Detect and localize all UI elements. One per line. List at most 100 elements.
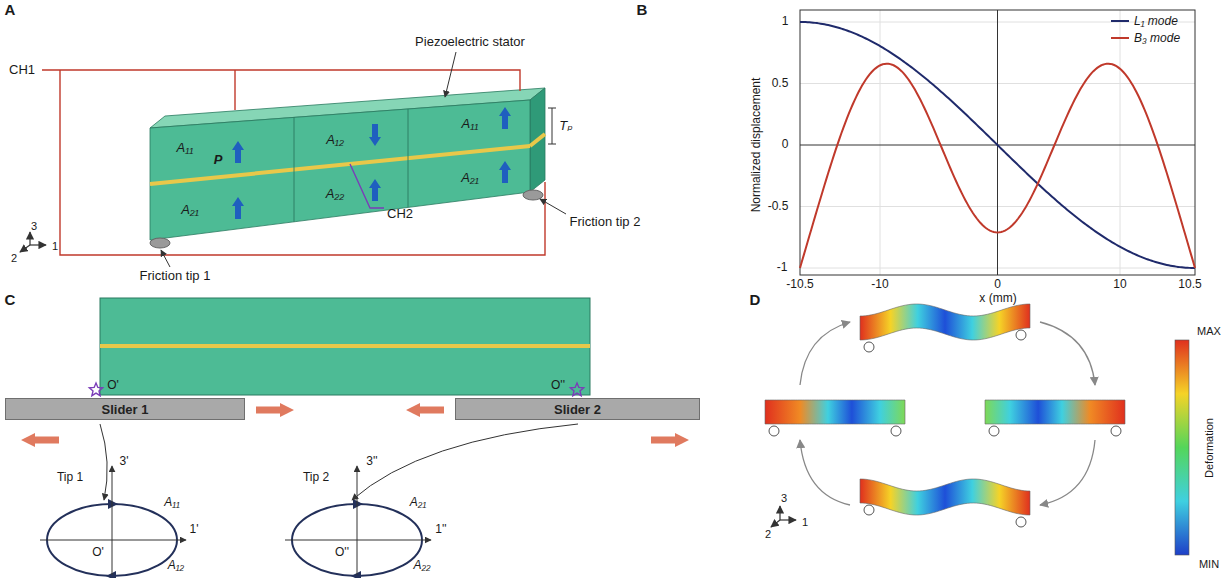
support-circle <box>769 426 779 436</box>
part-name: Friction tip 1 <box>140 269 211 284</box>
axis-title: Normalized displacement <box>750 78 764 213</box>
color-bar <box>1175 340 1189 555</box>
scale-label: MIN <box>1199 558 1219 571</box>
contact-point-star <box>570 383 583 396</box>
support-circle <box>864 342 874 352</box>
scale-label: Deformation <box>1203 418 1216 478</box>
motion-arrow <box>651 433 689 447</box>
axis-label: 1 <box>802 516 808 529</box>
axis-label: 2 <box>11 252 17 265</box>
electrode-name: A₂₁ <box>181 203 199 218</box>
electrode-name: A₂₂ <box>413 559 430 573</box>
fem-mode-shape <box>860 304 1030 340</box>
legend-item: B₃ mode <box>1110 31 1180 45</box>
polarization-arrow <box>369 179 381 201</box>
part-name: Tip 2 <box>303 471 329 485</box>
legend-text: B₃ mode <box>1134 31 1180 45</box>
point-label: O' <box>92 546 104 560</box>
motion-arrow <box>21 433 59 447</box>
support-circle <box>891 426 901 436</box>
electrode-name: A₁₂ <box>168 559 184 573</box>
tick-label: -10 <box>871 278 888 292</box>
tick-label: 0 <box>994 278 1001 292</box>
polarization-arrow <box>232 197 244 219</box>
thickness-bracket <box>548 108 556 144</box>
electrode-name: A₂₂ <box>326 187 345 202</box>
signal-name: CH2 <box>387 207 413 222</box>
fem-mode-shape <box>985 400 1125 424</box>
tick-label: 0.5 <box>772 77 789 91</box>
fem-mode-shape <box>860 479 1030 515</box>
ellipse-direction <box>106 499 363 578</box>
l1-curve <box>800 22 1195 268</box>
legend-line-sample <box>1110 33 1130 43</box>
motion-arrow <box>406 403 444 417</box>
legend-text: L₁ mode <box>1134 14 1178 28</box>
axis-label: 3'' <box>366 455 377 469</box>
axis-label: 3 <box>781 492 787 505</box>
support-circle <box>1111 426 1121 436</box>
legend-item: L₁ mode <box>1110 14 1178 28</box>
b3-curve <box>800 64 1195 268</box>
support-circle <box>1016 330 1026 340</box>
electrode-name: A₁₁ <box>177 141 194 156</box>
slider-box: Slider 1 <box>5 398 245 420</box>
panel-letter: B <box>637 1 648 18</box>
tick-label: 10.5 <box>1178 278 1201 292</box>
stator-bar <box>150 88 545 248</box>
point-label: O'' <box>335 546 349 560</box>
axis-title: x (mm) <box>979 292 1016 306</box>
electrode-name: A₂₁ <box>410 496 426 510</box>
fem-mode-shape <box>765 400 905 424</box>
slider-label: Slider 2 <box>554 402 601 417</box>
ch1-wire <box>42 70 545 255</box>
scale-label: MAX <box>1197 325 1221 338</box>
tick-label: 0 <box>782 138 789 152</box>
polarization-arrow <box>369 124 381 146</box>
tip-leader <box>100 424 578 500</box>
electrode-name: A₂₁ <box>461 171 479 186</box>
signal-name: CH1 <box>9 63 35 78</box>
panel-letter: A <box>5 1 16 18</box>
axis-label: 3' <box>120 455 129 469</box>
electrode-name: A₁₁ <box>462 117 479 132</box>
dimension-label: Tₚ <box>559 119 573 134</box>
tick-label: 10 <box>1113 278 1126 292</box>
axis-label: 3 <box>31 220 37 233</box>
axis-label: 2 <box>765 528 771 541</box>
support-circle <box>989 426 999 436</box>
part-name: Piezoelectric stator <box>415 35 525 50</box>
motion-arrow <box>256 403 294 417</box>
electrode-name: A₁₂ <box>326 133 344 148</box>
chart-grid <box>800 10 1195 275</box>
polarization-arrow <box>499 107 511 129</box>
axis-label: 1 <box>52 240 58 253</box>
part-name: Friction tip 2 <box>570 215 641 230</box>
point-label: O' <box>107 379 119 393</box>
polarization-arrow <box>232 141 244 163</box>
electrode-name: A₁₁ <box>164 496 180 510</box>
axis-label: 1'' <box>435 523 446 537</box>
leader-line <box>161 52 566 267</box>
slider-label: Slider 1 <box>102 402 149 417</box>
tick-label: -0.5 <box>768 200 789 214</box>
polarization-label: P <box>214 153 223 168</box>
axis-triad <box>20 232 46 252</box>
tick-label: -1 <box>777 261 788 275</box>
support-circle <box>864 505 874 515</box>
part-name: Tip 1 <box>57 471 83 485</box>
contact-point-star <box>89 383 102 396</box>
stator-side-view <box>100 298 590 395</box>
slider-box: Slider 2 <box>455 398 700 420</box>
tick-label: 1 <box>782 15 789 29</box>
ch2-wire <box>350 164 384 208</box>
chart-axes <box>800 10 1195 275</box>
point-label: O'' <box>551 379 565 393</box>
support-circle <box>1016 517 1026 527</box>
polarization-arrow <box>499 161 511 183</box>
legend-line-sample <box>1110 16 1130 26</box>
panel-letter: D <box>750 291 761 308</box>
panel-letter: C <box>5 291 16 308</box>
axis-label: 1' <box>190 523 199 537</box>
